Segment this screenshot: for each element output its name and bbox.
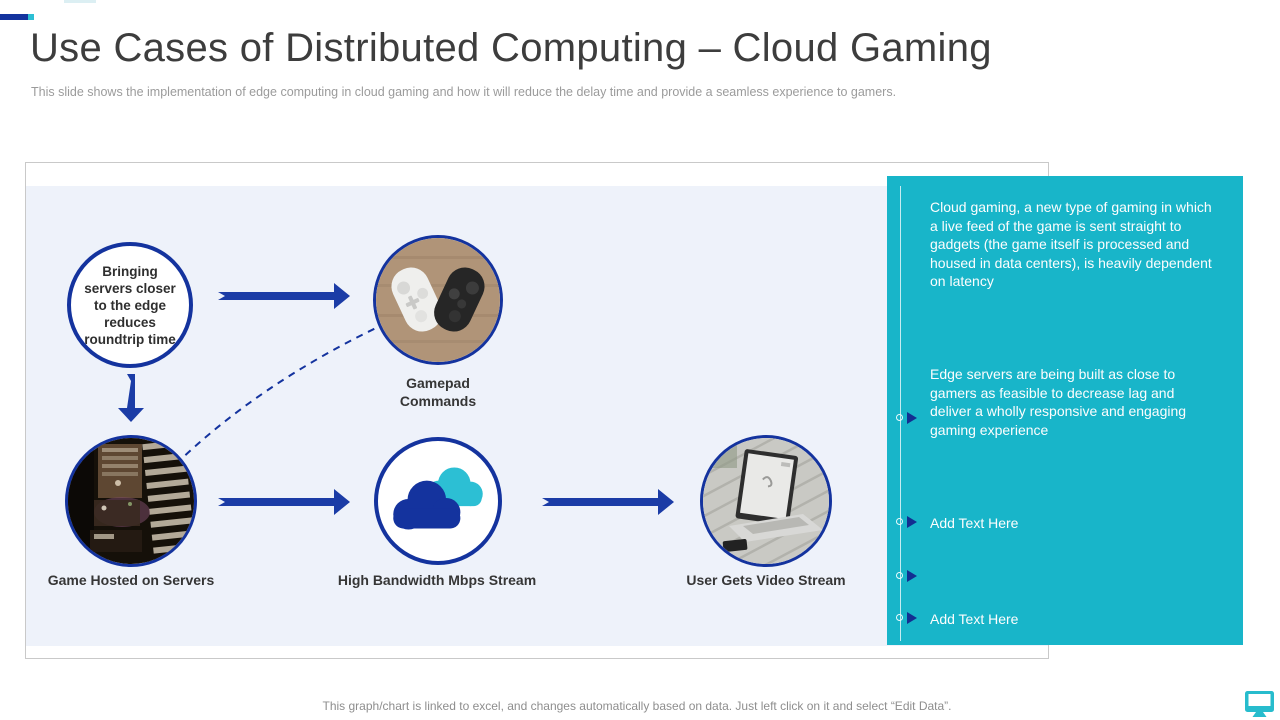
label-gamepad: Gamepad Commands — [399, 375, 477, 409]
bullet-triangle-icon — [907, 570, 917, 582]
label-bandwidth: High Bandwidth Mbps Stream — [337, 572, 537, 588]
bullet-ring-icon — [896, 572, 903, 579]
panel-bullet-4-placeholder[interactable]: Add Text Here — [930, 611, 1019, 627]
dual-clouds-icon — [393, 467, 483, 530]
cyan-accent-square — [28, 14, 34, 20]
monitor-icon — [1245, 691, 1274, 717]
panel-bullet-3-placeholder[interactable]: Add Text Here — [930, 515, 1019, 531]
server-rack-photo — [68, 438, 194, 564]
bullet-ring-icon — [896, 614, 903, 621]
arrow-edge-to-gamepad — [218, 283, 350, 309]
navy-accent-bar — [0, 14, 28, 20]
page-title: Use Cases of Distributed Computing – Clo… — [30, 26, 992, 70]
info-panel: Cloud gaming, a new type of gaming in wh… — [887, 176, 1243, 645]
laptop-photo — [703, 438, 829, 564]
node-user — [700, 435, 832, 567]
panel-bullet-1: Cloud gaming, a new type of gaming in wh… — [930, 199, 1212, 289]
label-servers: Game Hosted on Servers — [47, 572, 215, 588]
panel-bullet-2: Edge servers are being built as close to… — [930, 366, 1187, 438]
arrow-edge-to-servers — [118, 374, 144, 422]
slide-subtitle: This slide shows the implementation of e… — [31, 85, 897, 99]
label-user: User Gets Video Stream — [686, 572, 846, 588]
arrow-servers-to-bandwidth — [218, 489, 350, 515]
excel-link-note: This graph/chart is linked to excel, and… — [322, 699, 952, 713]
panel-guide-line — [900, 186, 901, 641]
bullet-triangle-icon — [907, 412, 917, 424]
bullet-triangle-icon — [907, 516, 917, 528]
node-gamepad — [373, 235, 503, 365]
arrow-bandwidth-to-user — [542, 489, 674, 515]
bullet-ring-icon — [896, 414, 903, 421]
node-edge-benefit: Bringing servers closer to the edge redu… — [67, 242, 193, 368]
gamepad-photo — [376, 238, 500, 362]
node-edge-benefit-label: Bringing servers closer to the edge redu… — [84, 263, 176, 347]
dashed-connector-curve — [175, 326, 379, 465]
bullet-triangle-icon — [907, 612, 917, 624]
diagram-background — [26, 186, 1048, 646]
top-edge-accent — [64, 0, 96, 3]
bullet-ring-icon — [896, 518, 903, 525]
node-servers — [65, 435, 197, 567]
node-bandwidth — [374, 437, 502, 565]
